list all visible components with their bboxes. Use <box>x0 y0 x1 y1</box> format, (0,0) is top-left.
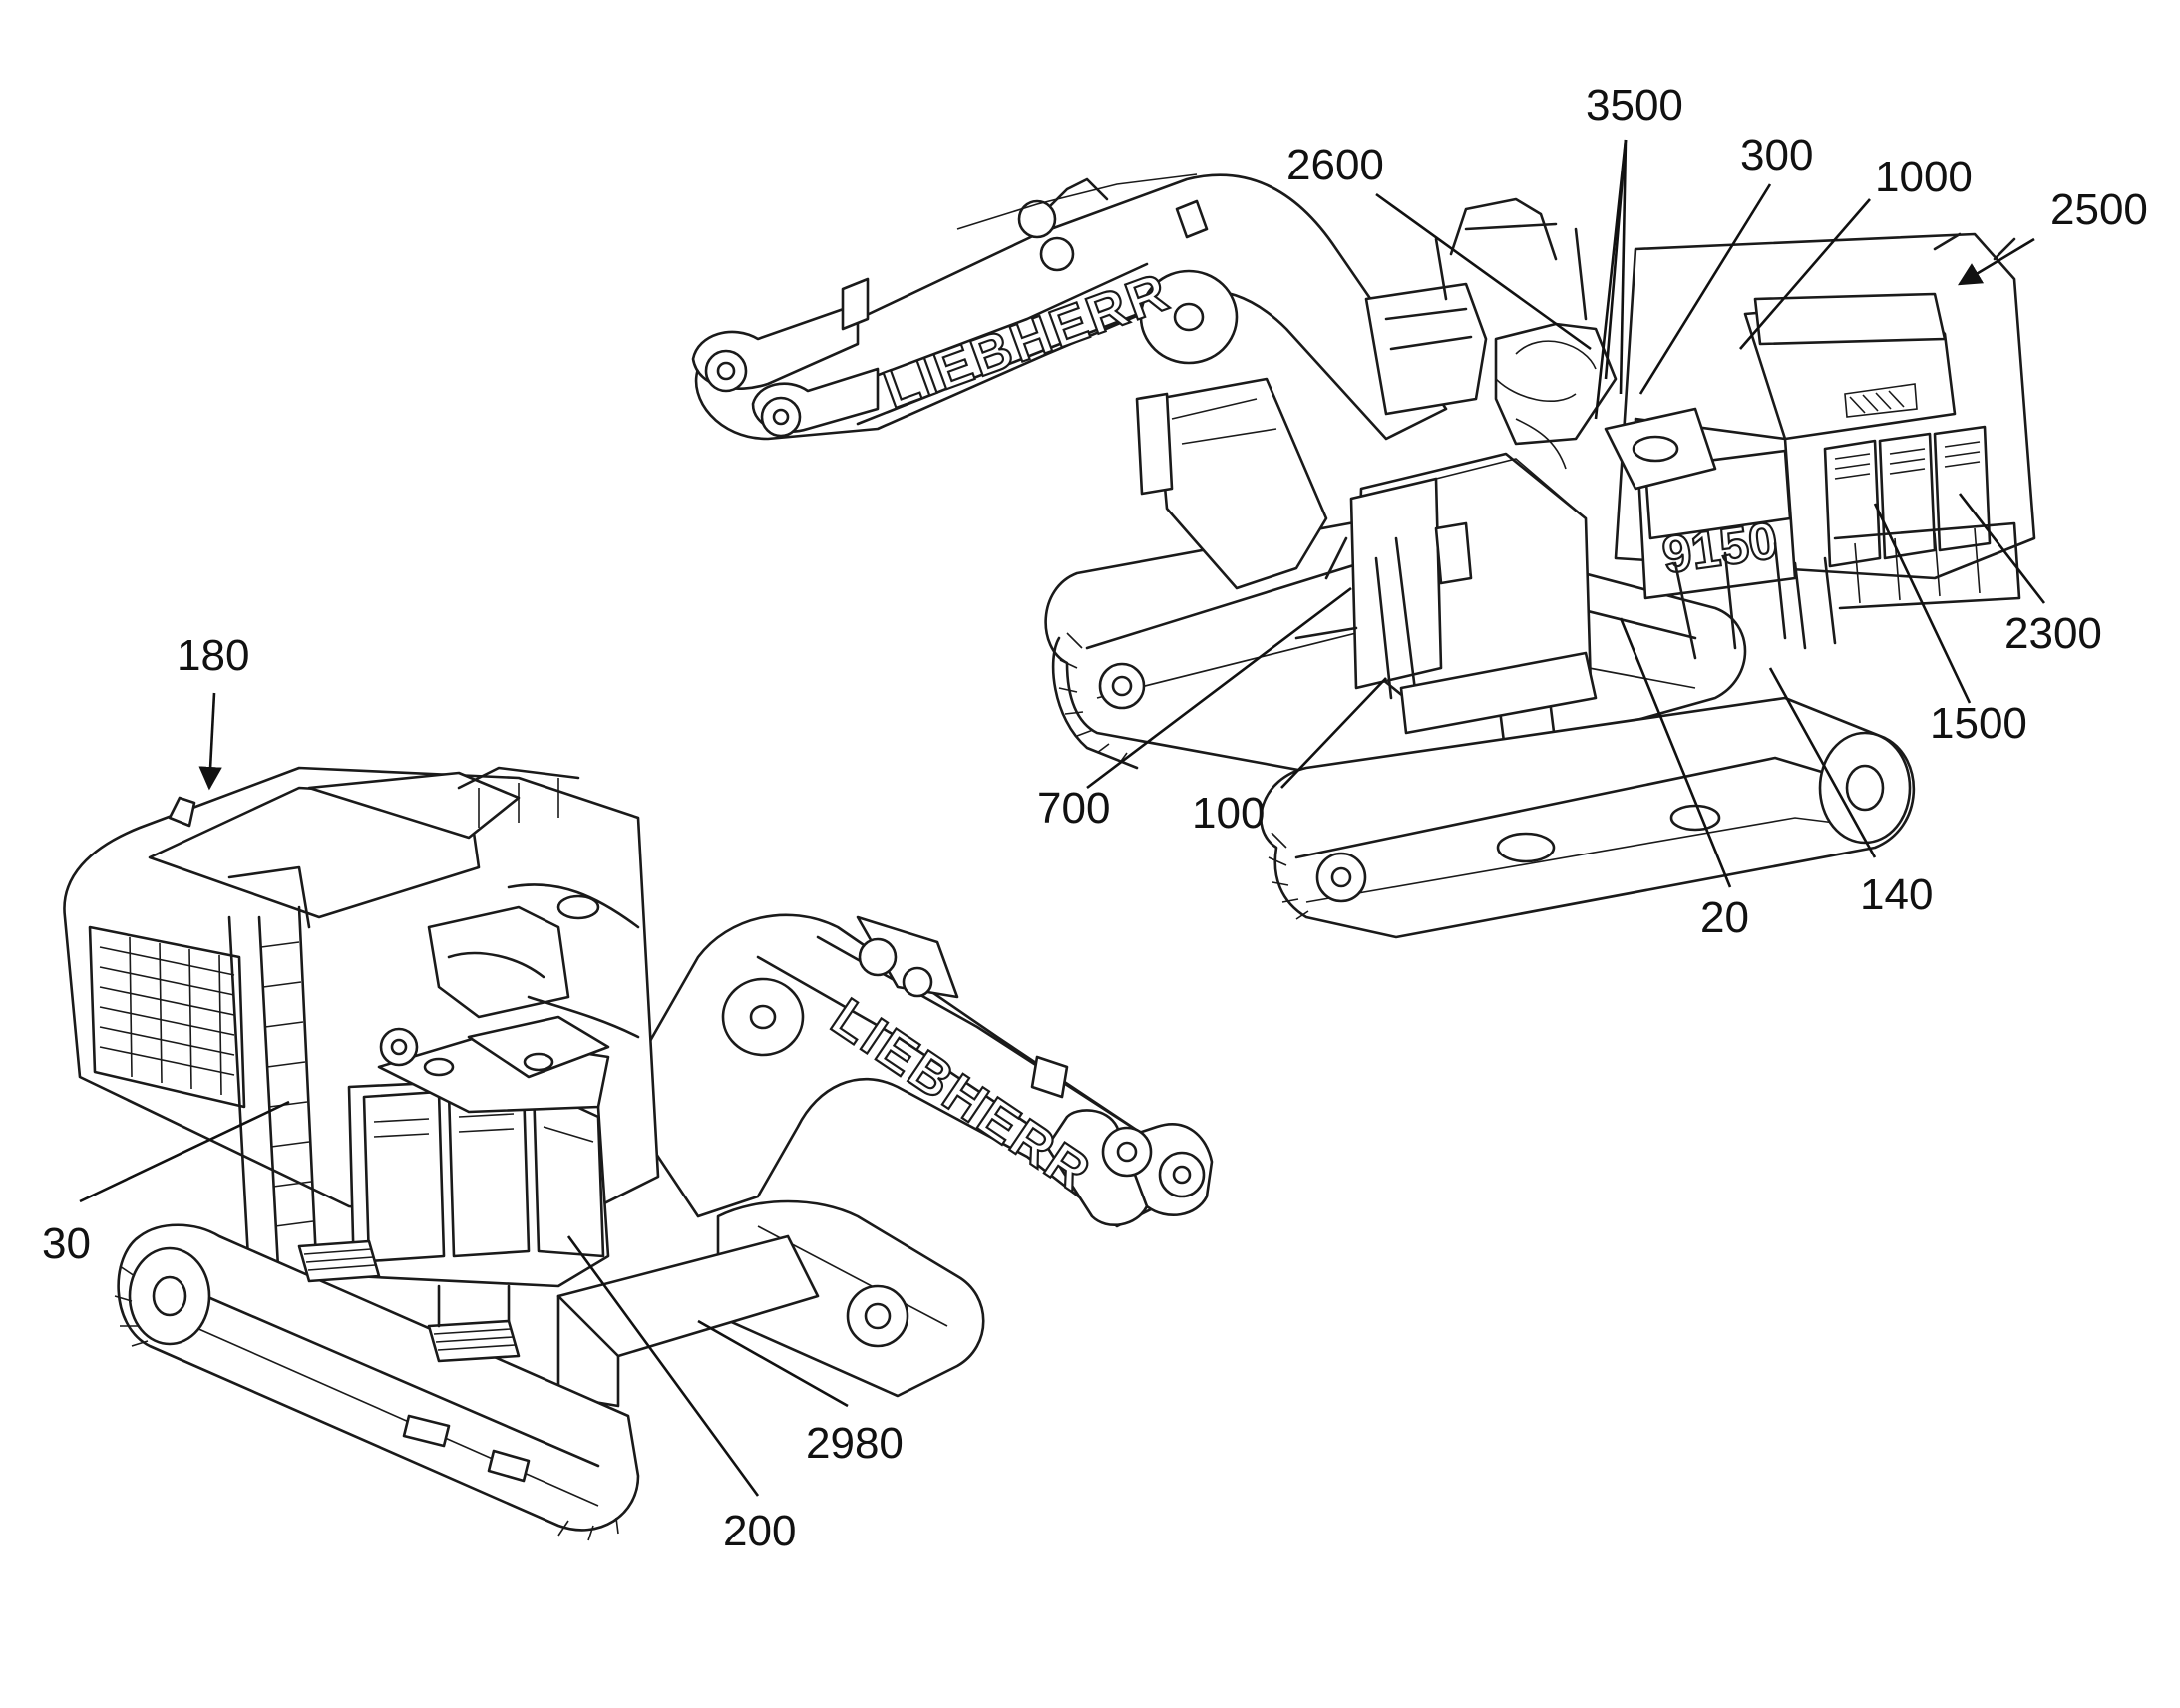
operator-cab <box>1294 452 1598 760</box>
ref-200: 200 <box>723 1507 796 1555</box>
leader-3500-c <box>1604 139 1628 380</box>
ref-2980: 2980 <box>806 1419 904 1468</box>
ref-300: 300 <box>1740 131 1813 179</box>
leader-2300 <box>1958 493 2046 604</box>
reference-numerals: 2600 3500 300 1000 2500 2300 1500 140 20… <box>42 81 2148 1555</box>
leader-2980 <box>697 1319 849 1408</box>
boom-front: LIEBHERR <box>691 173 1448 441</box>
excavator-front-view: LIEBHERR 9150 <box>691 173 2036 939</box>
superstructure-front: 9150 <box>1614 232 2036 660</box>
superstructure-rear <box>63 766 660 1288</box>
ref-1000: 1000 <box>1875 153 1973 201</box>
ref-180: 180 <box>177 631 249 680</box>
leader-200 <box>566 1235 760 1497</box>
leader-1500 <box>1873 503 1972 704</box>
leader-1000 <box>1739 198 1871 350</box>
ref-2300: 2300 <box>2004 609 2102 658</box>
leader-140 <box>1768 667 1877 858</box>
near-crawler-track <box>114 1223 640 1541</box>
leader-lines <box>79 139 2046 1497</box>
ref-700: 700 <box>1037 784 1110 833</box>
rear-track-links <box>1051 632 1139 770</box>
leader-180 <box>198 692 222 791</box>
leader-2600 <box>1375 192 1592 351</box>
ref-30: 30 <box>42 1219 91 1268</box>
ref-2500: 2500 <box>2050 185 2148 234</box>
ref-140: 140 <box>1860 870 1933 919</box>
boom-base-housing <box>1135 377 1328 590</box>
ref-2600: 2600 <box>1286 141 1384 189</box>
leader-3500-b <box>1619 139 1628 395</box>
leader-20 <box>1619 617 1732 888</box>
boom-rear: LIEBHERR <box>616 913 1214 1228</box>
excavator-rear-view: LIEBHERR <box>63 766 1214 1541</box>
front-crawler-track <box>1260 696 1916 939</box>
leader-2500 <box>1957 237 2035 286</box>
ref-1500: 1500 <box>1930 699 2027 748</box>
hydraulic-pack-front <box>1364 197 1717 491</box>
leader-700 <box>1086 586 1352 790</box>
leader-100 <box>1280 677 1387 789</box>
ref-100: 100 <box>1192 789 1265 838</box>
ref-3500: 3500 <box>1586 81 1683 130</box>
leader-30 <box>79 1100 290 1203</box>
ref-20: 20 <box>1700 893 1749 942</box>
leader-300 <box>1638 183 1772 395</box>
